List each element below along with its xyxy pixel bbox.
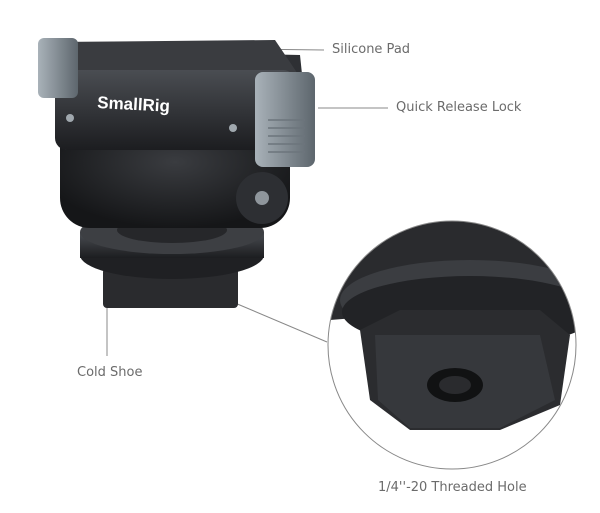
brand-logo: SmallRig <box>97 93 171 116</box>
cold-shoe-base <box>103 268 238 308</box>
label-quick-release-lock: Quick Release Lock <box>396 100 522 115</box>
label-cold-shoe: Cold Shoe <box>77 365 143 380</box>
leader-zoom <box>234 302 328 343</box>
zoom-detail <box>328 221 576 469</box>
clamp-left <box>38 38 78 98</box>
label-silicone-pad: Silicone Pad <box>332 42 411 57</box>
mount-body: SmallRig <box>38 38 315 308</box>
label-threaded-hole: 1/4''-20 Threaded Hole <box>378 480 527 495</box>
